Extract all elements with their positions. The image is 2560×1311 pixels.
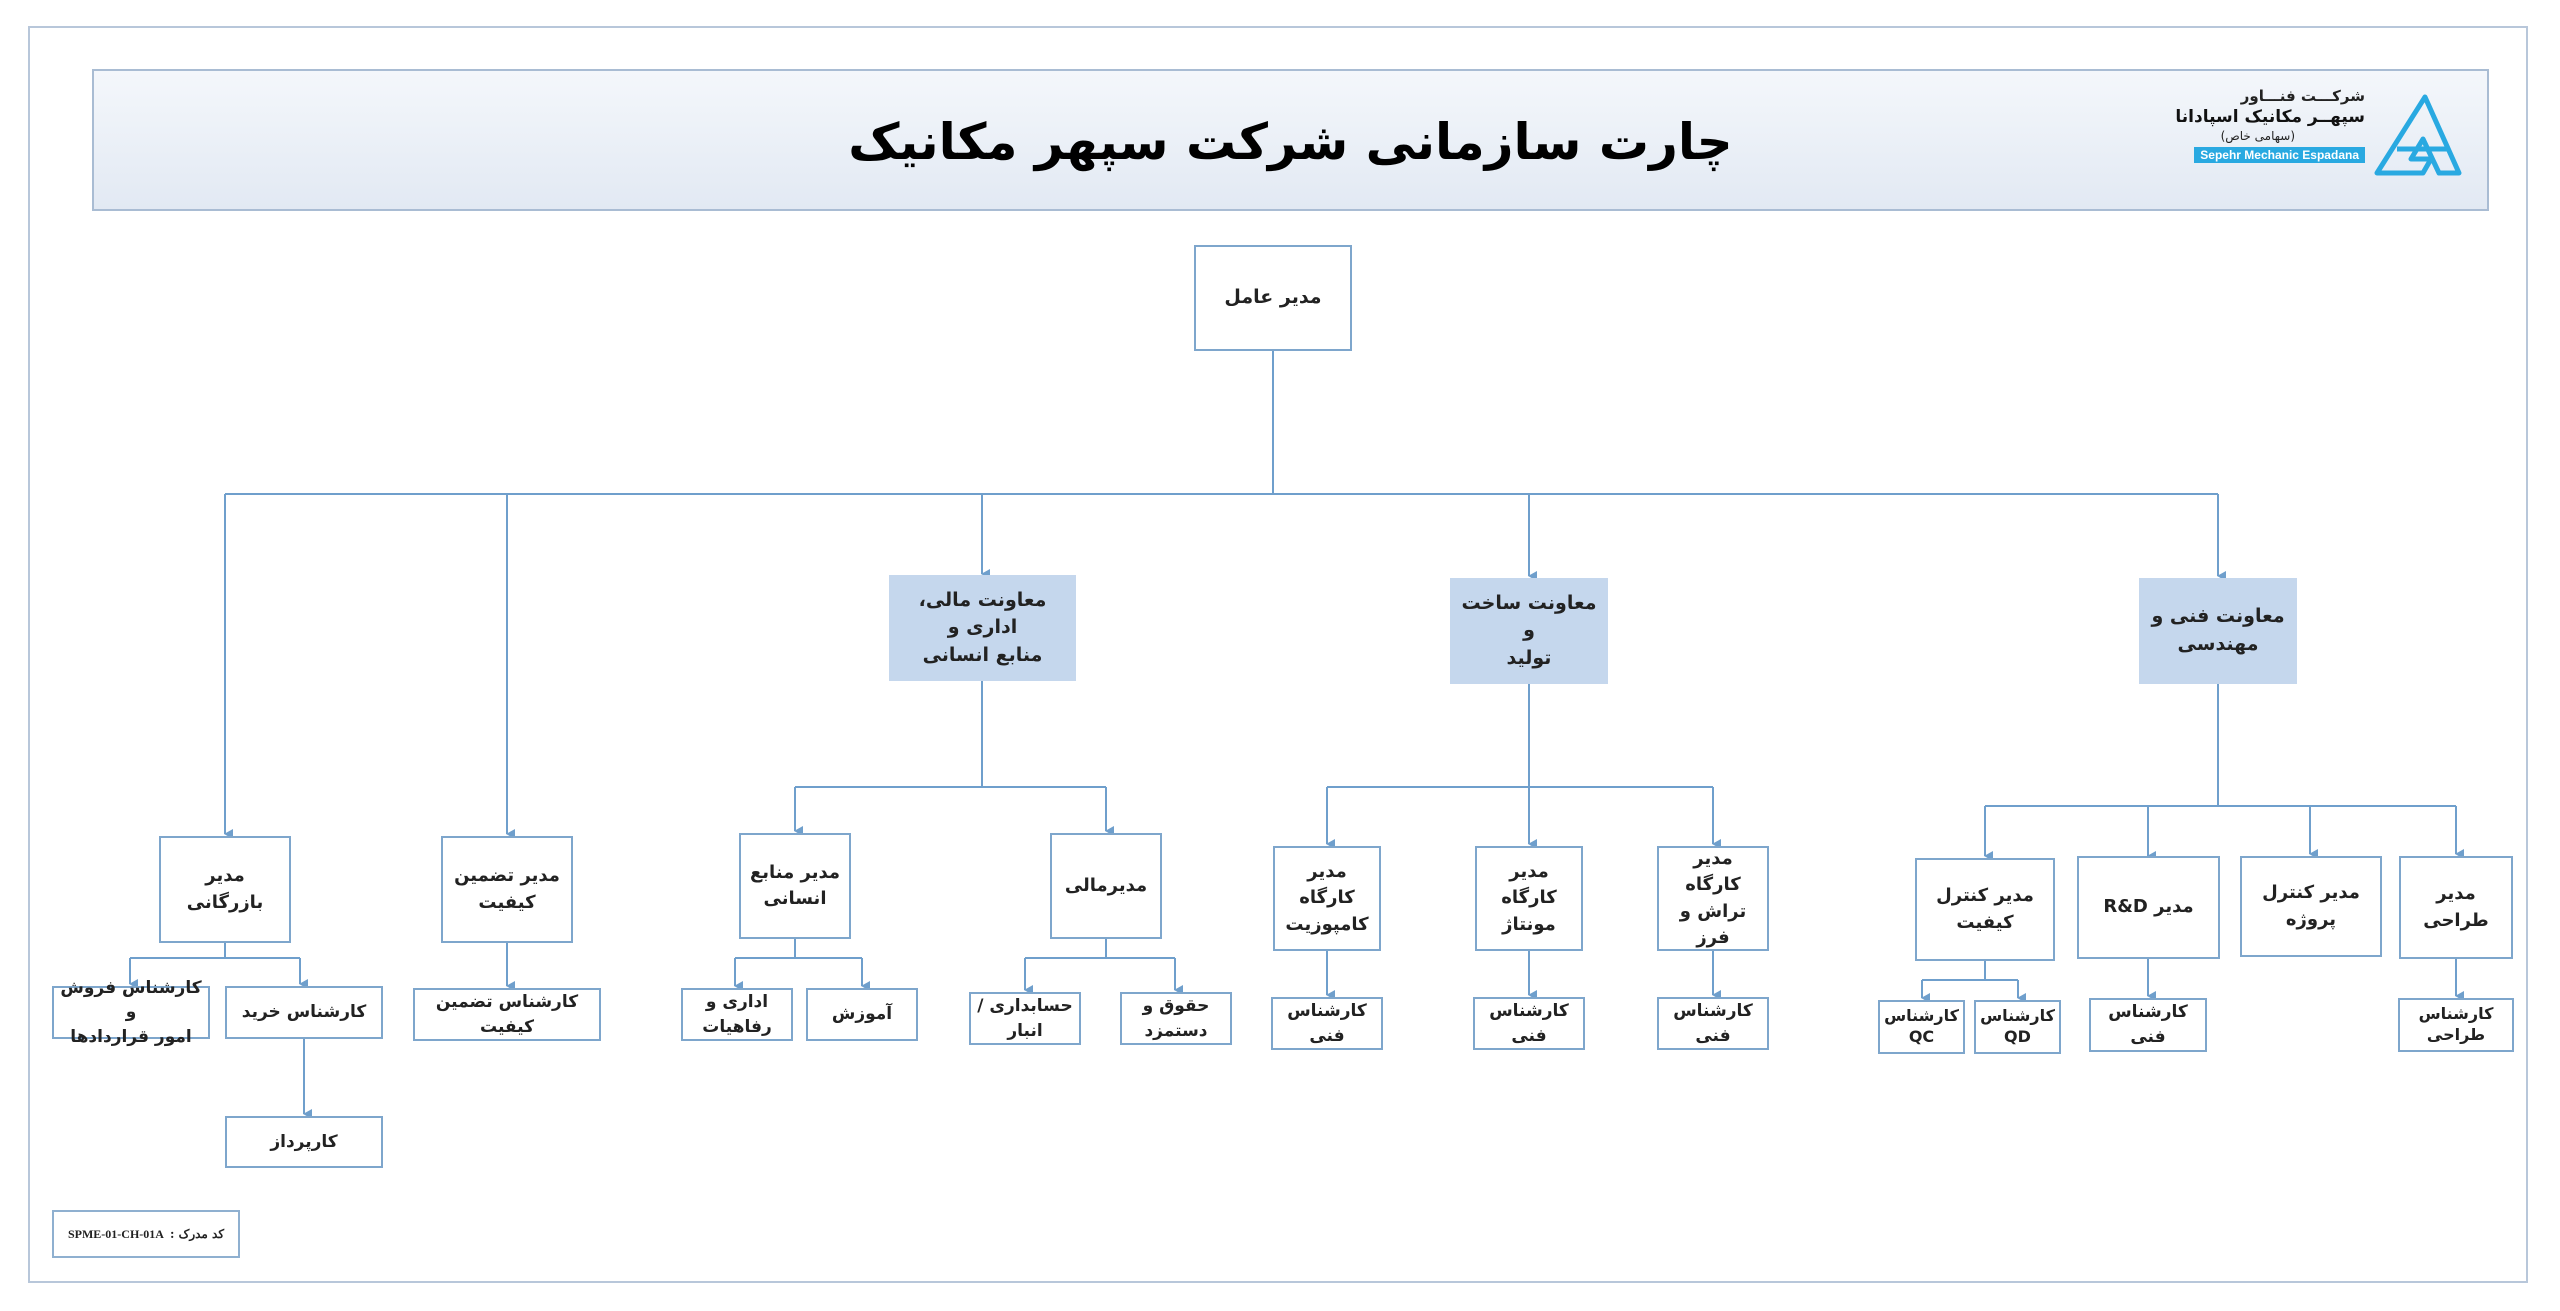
design-manager-label: مدیر طراحی — [2423, 883, 2489, 931]
assembly-workshop-manager-box: مدیر کارگاه مونتاژ — [1475, 846, 1583, 951]
qd-expert-label: کارشناس QD — [1980, 1006, 2055, 1046]
deputy-production-label: معاونت ساخت و تولید — [1461, 591, 1597, 669]
ceo-label: مدیر عامل — [1224, 286, 1322, 309]
design-manager-box: مدیر طراحی — [2399, 856, 2513, 959]
qa-expert-label: کارشناس تضمین کیفیت — [435, 991, 579, 1037]
logo-line-1: شرکـــت فنـــاور — [2240, 87, 2365, 105]
payroll-label: حقوق و دستمزد — [1142, 995, 1210, 1041]
header-banner: چارت سازمانی شرکت سپهر مکانیک شرکـــت فن… — [92, 69, 2489, 211]
purchase-expert-box: کارشناس خرید — [225, 986, 383, 1039]
deputy-finance-admin-hr-box: معاونت مالی، اداری و منابع انسانی — [889, 575, 1076, 681]
tech-expert-composite-label: کارشناس فنی — [1287, 1000, 1367, 1046]
project-control-manager-box: مدیر کنترل پروژه — [2240, 856, 2382, 957]
admin-welfare-label: اداری و رفاهیات — [702, 991, 772, 1037]
page-frame — [28, 26, 2528, 1283]
company-logo-text: شرکـــت فنـــاور سپهــر مکانیک اسپادانا … — [2145, 87, 2365, 163]
rd-manager-label: مدیر R&D — [2103, 896, 2194, 918]
finance-manager-box: مدیرمالی — [1050, 833, 1162, 939]
machining-workshop-manager-box: مدیر کارگاه تراش و فرز — [1657, 846, 1769, 951]
deputy-engineering-label: معاونت فنی و مهندسی — [2151, 605, 2285, 655]
assembly-workshop-manager-label: مدیر کارگاه مونتاژ — [1501, 861, 1557, 935]
training-label: آموزش — [831, 1004, 893, 1025]
tech-expert-rd-label: کارشناس فنی — [2108, 1002, 2188, 1047]
commerce-manager-label: مدیر بازرگانی — [186, 865, 264, 913]
document-code-value: SPME-01-CH-01A — [67, 1226, 164, 1241]
logo-english-name: Sepehr Mechanic Espadana — [2194, 147, 2365, 163]
qa-expert-box: کارشناس تضمین کیفیت — [413, 988, 601, 1041]
commerce-manager-box: مدیر بازرگانی — [159, 836, 291, 943]
tech-expert-machining-box: کارشناس فنی — [1657, 997, 1769, 1050]
accounting-warehouse-label: حسابداری / انبار — [977, 995, 1073, 1041]
tech-expert-assembly-label: کارشناس فنی — [1489, 1000, 1569, 1046]
tech-expert-rd-box: کارشناس فنی — [2089, 998, 2207, 1052]
admin-welfare-box: اداری و رفاهیات — [681, 988, 793, 1041]
composite-workshop-manager-label: مدیر کارگاه کامپوزیت — [1285, 861, 1369, 935]
ceo-box: مدیر عامل — [1194, 245, 1352, 351]
qa-manager-box: مدیر تضمین کیفیت — [441, 836, 573, 943]
design-expert-label: کارشناس طراحی — [2418, 1004, 2494, 1044]
document-code-label: کد مدرک : — [169, 1227, 225, 1241]
quality-control-manager-label: مدیر کنترل کیفیت — [1936, 885, 2034, 933]
training-box: آموزش — [806, 988, 918, 1041]
document-code-box: کد مدرک : SPME-01-CH-01A — [52, 1210, 240, 1258]
finance-manager-label: مدیرمالی — [1064, 874, 1148, 896]
accounting-warehouse-box: حسابداری / انبار — [969, 992, 1081, 1045]
hr-manager-box: مدیر منابع انسانی — [739, 833, 851, 939]
tech-expert-composite-box: کارشناس فنی — [1271, 997, 1383, 1050]
purchase-expert-label: کارشناس خرید — [241, 1002, 367, 1023]
procurement-agent-box: کارپرداز — [225, 1116, 383, 1168]
composite-workshop-manager-box: مدیر کارگاه کامپوزیت — [1273, 846, 1381, 951]
tech-expert-assembly-box: کارشناس فنی — [1473, 997, 1585, 1050]
deputy-production-box: معاونت ساخت و تولید — [1450, 578, 1608, 684]
qc-expert-box: کارشناس QC — [1878, 1000, 1965, 1054]
rd-manager-box: مدیر R&D — [2077, 856, 2220, 959]
company-logo-icon — [2374, 94, 2462, 176]
deputy-engineering-box: معاونت فنی و مهندسی — [2139, 578, 2297, 684]
qa-manager-label: مدیر تضمین کیفیت — [454, 865, 560, 913]
sales-contracts-expert-label: کارشناس فروش و امور قراردادها — [60, 977, 202, 1047]
logo-line-3: (سهامی خاص) — [2220, 129, 2295, 143]
sales-contracts-expert-box: کارشناس فروش و امور قراردادها — [52, 978, 210, 1047]
hr-manager-label: مدیر منابع انسانی — [749, 861, 841, 909]
procurement-agent-label: کارپرداز — [270, 1131, 338, 1152]
tech-expert-machining-label: کارشناس فنی — [1673, 1000, 1753, 1046]
deputy-finance-admin-hr-label: معاونت مالی، اداری و منابع انسانی — [918, 588, 1047, 666]
quality-control-manager-box: مدیر کنترل کیفیت — [1915, 858, 2055, 961]
payroll-box: حقوق و دستمزد — [1120, 992, 1232, 1045]
page-title: چارت سازمانی شرکت سپهر مکانیک — [848, 113, 1733, 171]
qd-expert-box: کارشناس QD — [1974, 1000, 2061, 1054]
qc-expert-label: کارشناس QC — [1884, 1006, 1959, 1046]
project-control-manager-label: مدیر کنترل پروژه — [2262, 882, 2360, 930]
logo-line-2: سپهــر مکانیک اسپادانا — [2175, 107, 2365, 127]
machining-workshop-manager-label: مدیر کارگاه تراش و فرز — [1679, 848, 1747, 948]
design-expert-box: کارشناس طراحی — [2398, 998, 2514, 1052]
